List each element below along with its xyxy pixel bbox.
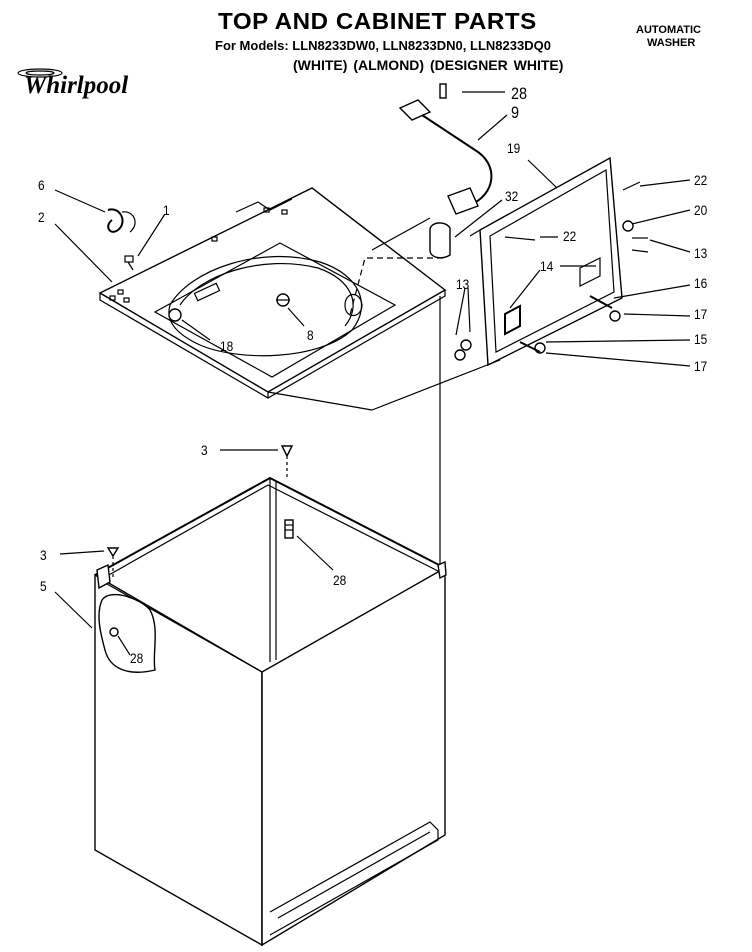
callout-19-lid: 19: [507, 140, 521, 156]
lid-switch-harness: [398, 83, 493, 215]
color-variants: (WHITE) (ALMOND) (DESIGNER WHITE): [293, 57, 564, 73]
callout-15-rod: 15: [694, 331, 708, 347]
callout-28-screw-mid: 28: [333, 572, 347, 588]
callout-28-screw: 28: [511, 84, 528, 103]
callout-9-harness: 9: [511, 103, 520, 122]
diagram-title: TOP AND CABINET PARTS: [218, 8, 537, 34]
callout-16-hinge-rod: 16: [694, 275, 708, 291]
washer-lid: [454, 156, 649, 367]
callout-20-part: 20: [694, 202, 708, 218]
callout-1-spring: 1: [163, 202, 170, 218]
callout-3-clip-left: 3: [40, 547, 47, 563]
callout-14-hinge: 14: [540, 258, 554, 274]
callout-18-bumper: 18: [220, 338, 234, 354]
brand-swoosh: [17, 68, 63, 78]
callout-22-bumper-mid: 22: [563, 228, 577, 244]
callout-32-switch: 32: [505, 188, 519, 204]
appliance-type-line2: WASHER: [647, 37, 696, 49]
callout-5-cabinet: 5: [40, 578, 47, 594]
lid-switch-bracket: [429, 222, 451, 259]
callout-17-cap-bottom: 17: [694, 358, 708, 374]
callout-2-top: 2: [38, 209, 45, 225]
screw-mid: [284, 519, 294, 539]
hinge-spring-and-clip: [107, 208, 136, 271]
callout-6-clip: 6: [38, 177, 45, 193]
appliance-type-line1: AUTOMATIC: [636, 24, 701, 36]
top-panel: [98, 187, 447, 399]
callout-13-screw-left: 13: [456, 276, 470, 292]
callout-8-screw: 8: [307, 327, 314, 343]
leader-lid-switch: [349, 257, 443, 316]
clip-top: [280, 445, 294, 480]
cabinet: [94, 476, 447, 947]
callout-leaders: [54, 91, 691, 656]
callout-13-screw-right: 13: [694, 245, 708, 261]
model-numbers: For Models: LLN8233DW0, LLN8233DN0, LLN8…: [215, 38, 551, 53]
callout-28-screw-bottom: 28: [130, 650, 144, 666]
clip-left: [106, 547, 120, 580]
callout-17-cap-top: 17: [694, 306, 708, 322]
callout-22-bumper: 22: [694, 172, 708, 188]
callout-3-clip-top: 3: [201, 442, 208, 458]
assembly-lines: [267, 217, 501, 565]
